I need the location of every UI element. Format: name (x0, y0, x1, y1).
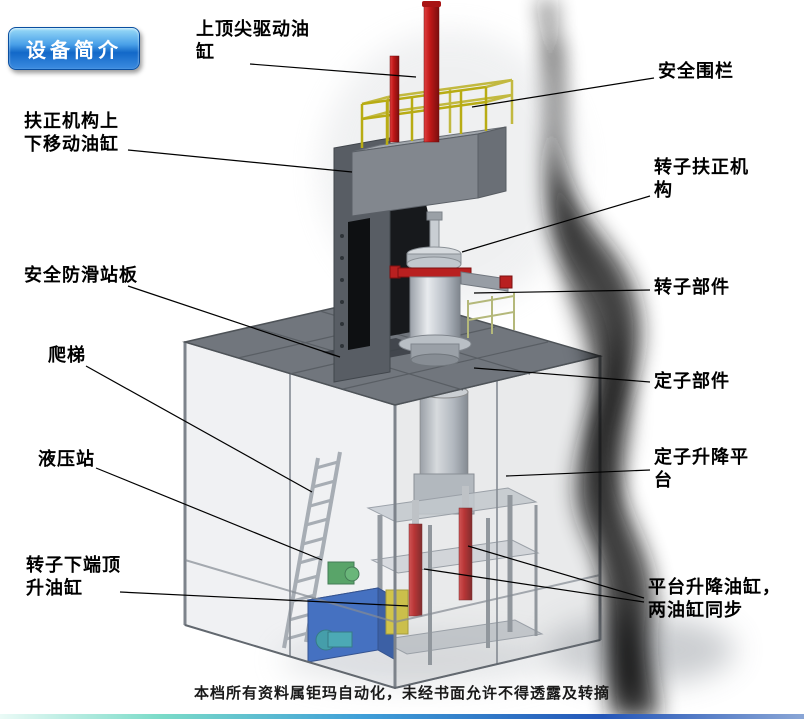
label-anti-slip-platform: 安全防滑站板 (24, 265, 138, 285)
deck-railing (467, 292, 515, 338)
label-rotor-bottom-jack-cylinder: 转子下端顶 升油缸 (26, 555, 121, 599)
bottom-accent-bar (0, 714, 804, 719)
label-centering-lift-cylinder: 扶正机构上 下移动油缸 (24, 111, 119, 155)
drive-cylinder-rods (389, 1, 441, 143)
title-badge: 设备简介 (8, 27, 140, 70)
head-box (351, 126, 507, 217)
rotor-assembly (389, 211, 513, 367)
label-ladder: 爬梯 (48, 345, 86, 365)
label-safety-fence: 安全围栏 (658, 61, 734, 81)
confidentiality-footer: 本档所有资料属钜玛自动化，未经书面允许不得透露及转摘 (193, 685, 610, 702)
label-stator-component: 定子部件 (654, 371, 730, 391)
label-rotor-component: 转子部件 (654, 277, 730, 297)
label-hydraulic-station: 液压站 (38, 449, 95, 469)
label-top-spindle-drive-cylinder: 上顶尖驱动油 缸 (196, 19, 310, 63)
label-rotor-centering-mechanism: 转子扶正机 构 (654, 157, 749, 201)
label-platform-lift-cylinders: 平台升降油缸， 两油缸同步 (648, 577, 781, 621)
label-stator-lift-platform: 定子升降平 台 (654, 447, 749, 491)
